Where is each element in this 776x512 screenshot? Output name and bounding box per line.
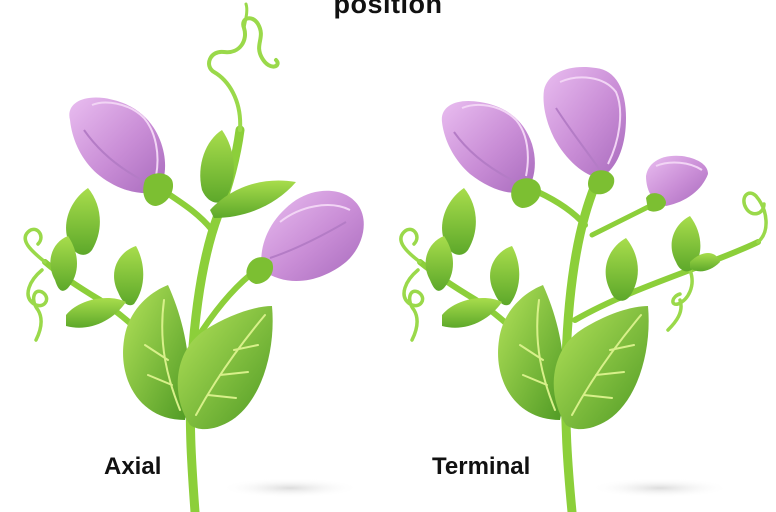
figure-title: position — [0, 0, 776, 20]
terminal-flower-left — [442, 101, 541, 208]
terminal-shadow — [590, 478, 730, 498]
terminal-right-branch — [575, 242, 758, 320]
axial-leaf-small-3 — [114, 246, 143, 305]
terminal-flower-bud — [646, 156, 708, 212]
terminal-leaf-small-3 — [490, 246, 519, 305]
axial-tendril-top — [209, 18, 278, 130]
axial-upper-branch — [170, 195, 212, 230]
terminal-plant — [401, 67, 766, 512]
axial-plant — [25, 4, 364, 512]
axial-shadow — [220, 478, 360, 498]
axial-flower-upper — [69, 97, 173, 206]
terminal-label: Terminal — [432, 453, 530, 481]
terminal-branch-right-flower — [592, 205, 652, 235]
axial-tendril-left — [25, 229, 46, 340]
terminal-flower-top — [543, 67, 626, 194]
terminal-branch-left-flower — [538, 192, 585, 225]
terminal-tendril-left — [401, 229, 423, 340]
axial-label: Axial — [104, 453, 161, 481]
axial-leaf-upper-1 — [200, 130, 234, 203]
